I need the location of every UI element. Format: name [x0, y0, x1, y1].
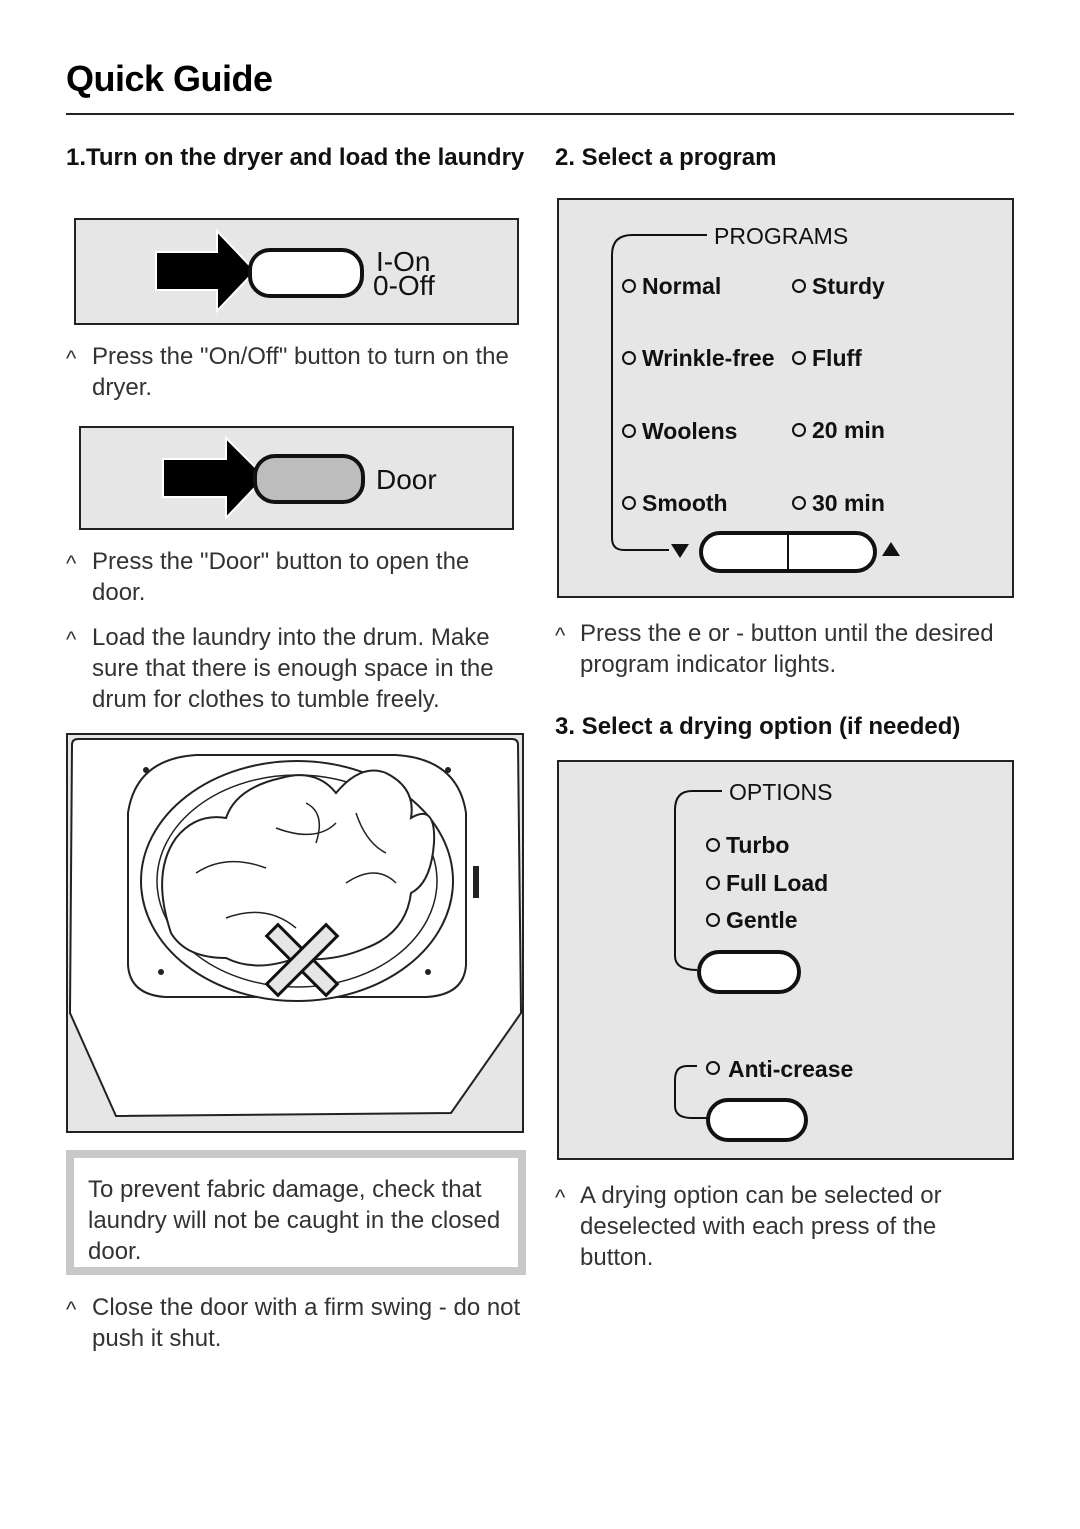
page-title: Quick Guide [66, 58, 273, 99]
indicator-ring-icon [622, 424, 636, 438]
indicator-ring-icon [706, 1061, 720, 1075]
onoff-button[interactable] [248, 248, 364, 298]
bullet: ^ [66, 627, 77, 652]
arrow-up-icon [882, 542, 900, 556]
section1-heading: 1.Turn on the dryer and load the laundry [66, 144, 525, 171]
on-label: I-On [376, 246, 431, 277]
indicator-ring-icon [706, 838, 720, 852]
indicator-ring-icon [706, 876, 720, 890]
bullet: ^ [66, 1297, 77, 1322]
step-option-text: A drying option can be selected or desel… [580, 1182, 942, 1271]
options-panel: OPTIONS Turbo Full Load Gentle Anti-crea… [557, 760, 1014, 1160]
section2-heading: 2. Select a program [555, 144, 777, 171]
indicator-ring-icon [792, 351, 806, 365]
step-close-text: Close the door with a firm swing - do no… [92, 1294, 521, 1352]
indicator-ring-icon [622, 279, 636, 293]
program-woolens: Woolens [642, 418, 738, 444]
warning-text: To prevent fabric damage, check that lau… [88, 1176, 501, 1265]
options-title: OPTIONS [729, 779, 833, 805]
program-selector [671, 542, 900, 558]
options-button[interactable] [697, 950, 801, 994]
dryer-drum-illustration [66, 733, 524, 1133]
program-fluff: Fluff [812, 345, 862, 371]
programs-title: PROGRAMS [714, 223, 849, 249]
programs-panel: PROGRAMS Normal Sturdy Wrinkle-free Fluf… [557, 198, 1014, 598]
arrow-right-icon [155, 228, 257, 314]
step-door-text: Press the "Door" button to open the door… [92, 548, 470, 606]
indicator-ring-icon [622, 496, 636, 510]
off-label: 0-Off [373, 270, 435, 301]
section3-heading: 3. Select a drying option (if needed) [555, 713, 961, 740]
anti-crease-button[interactable] [706, 1098, 808, 1142]
arrow-down-icon [671, 544, 689, 558]
program-wrinkle-free: Wrinkle-free [642, 345, 775, 371]
bullet: ^ [66, 551, 77, 576]
bullet: ^ [555, 623, 566, 648]
option-full-load: Full Load [726, 870, 829, 896]
indicator-ring-icon [792, 279, 806, 293]
step-onoff-text: Press the "On/Off" button to turn on the… [92, 343, 509, 401]
selector-divider [787, 535, 789, 569]
program-30min: 30 min [812, 490, 885, 516]
indicator-ring-icon [622, 351, 636, 365]
door-button[interactable] [253, 454, 365, 504]
door-panel: Door [79, 426, 514, 530]
step-load-text: Load the laundry into the drum. Make sur… [92, 624, 494, 713]
programs-bracket [611, 234, 707, 551]
x-mark-icon [264, 922, 340, 998]
options-bracket [674, 790, 722, 1119]
option-anti-crease: Anti-crease [728, 1056, 854, 1082]
bullet: ^ [555, 1185, 566, 1210]
step-program-text: Press the e or - button until the desire… [580, 620, 994, 678]
bullet: ^ [66, 346, 77, 371]
indicator-ring-icon [706, 913, 720, 927]
option-gentle: Gentle [726, 907, 798, 933]
warning-box: To prevent fabric damage, check that lau… [66, 1150, 526, 1275]
arrow-right-icon [162, 435, 267, 521]
program-normal: Normal [642, 273, 722, 299]
title-rule [66, 113, 1014, 115]
indicator-ring-icon [792, 423, 806, 437]
indicator-ring-icon [792, 496, 806, 510]
onoff-panel: I-On 0-Off [74, 218, 519, 325]
program-smooth: Smooth [642, 490, 728, 516]
program-20min: 20 min [812, 417, 885, 443]
program-selector-button[interactable] [699, 531, 877, 573]
program-sturdy: Sturdy [812, 273, 885, 299]
door-label: Door [376, 464, 437, 495]
option-turbo: Turbo [726, 832, 790, 858]
